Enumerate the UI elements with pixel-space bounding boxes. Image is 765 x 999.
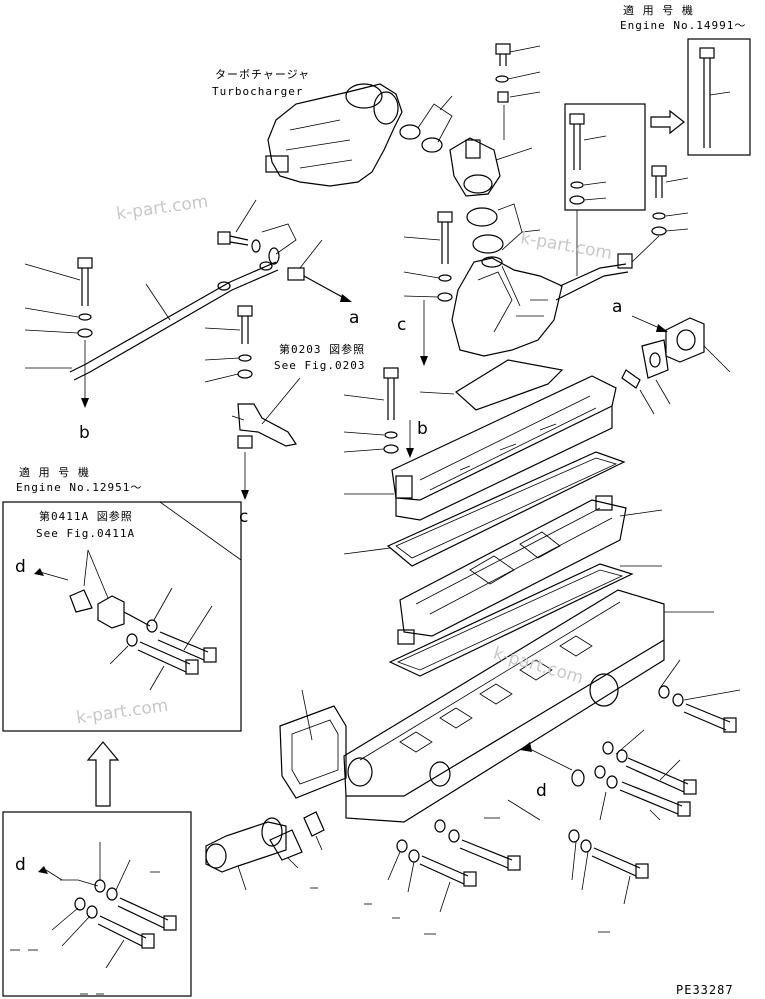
leader-stubs <box>10 817 610 995</box>
engine-applicable-label-right: 適 用 号 機 <box>623 4 694 17</box>
engine-applicable-label-left: 適 用 号 機 <box>19 466 90 479</box>
side-flange-part <box>665 317 705 363</box>
connection-marker-b-mid: b <box>417 419 428 439</box>
gasket-lower <box>388 563 634 677</box>
tube-assembly-part <box>69 261 279 381</box>
lower-elbow-part <box>205 817 287 873</box>
bolt-group-right <box>594 659 741 821</box>
turbocharger-part <box>265 83 403 187</box>
engine-number-label-right: Engine No.14991～ <box>620 19 747 32</box>
inset-parts-0411a <box>34 549 217 691</box>
flange-gasket-left <box>279 705 347 799</box>
engine-number-label-left: Engine No.12951～ <box>16 481 143 494</box>
bolt-group-bottom <box>387 799 649 913</box>
connection-marker-d-inset: d <box>15 557 26 577</box>
connection-marker-d-bottom: d <box>15 855 26 875</box>
inset-box-long-bolt <box>687 38 751 156</box>
drawing-number: PE33287 <box>676 983 734 997</box>
connection-marker-d-center: d <box>536 781 547 801</box>
middle-body-part <box>397 495 627 645</box>
connection-marker-b-left: b <box>79 423 90 443</box>
fig0411a-ref-en: See Fig.0411A <box>36 527 136 540</box>
inset-box-bolt-set <box>564 103 646 211</box>
gasket-upper <box>455 359 564 411</box>
connection-marker-c-mid: c <box>397 315 407 335</box>
fig0411a-ref-jp: 第0411A 図参照 <box>39 510 133 523</box>
exhaust-elbow-part <box>449 137 501 197</box>
connection-marker-c-lower: c <box>239 507 249 527</box>
fig0203-ref-en: See Fig.0203 <box>274 359 366 372</box>
hollow-arrow-up <box>86 741 120 807</box>
fig0203-ref-jp: 第0203 図参照 <box>279 343 366 356</box>
connection-marker-a-right: a <box>349 308 360 328</box>
upper-cover-part <box>391 375 617 521</box>
upper-manifold-part <box>451 256 629 357</box>
inset-box-bottom <box>2 811 192 997</box>
connection-marker-a-top: a <box>612 297 623 317</box>
hollow-arrow-right <box>650 109 685 135</box>
lower-manifold-part <box>343 589 665 823</box>
inset-parts-bottom <box>38 842 177 969</box>
turbocharger-label-jp: ターボチャージャ <box>215 68 311 81</box>
turbocharger-label-en: Turbocharger <box>212 85 304 98</box>
gasket-middle <box>386 451 626 567</box>
